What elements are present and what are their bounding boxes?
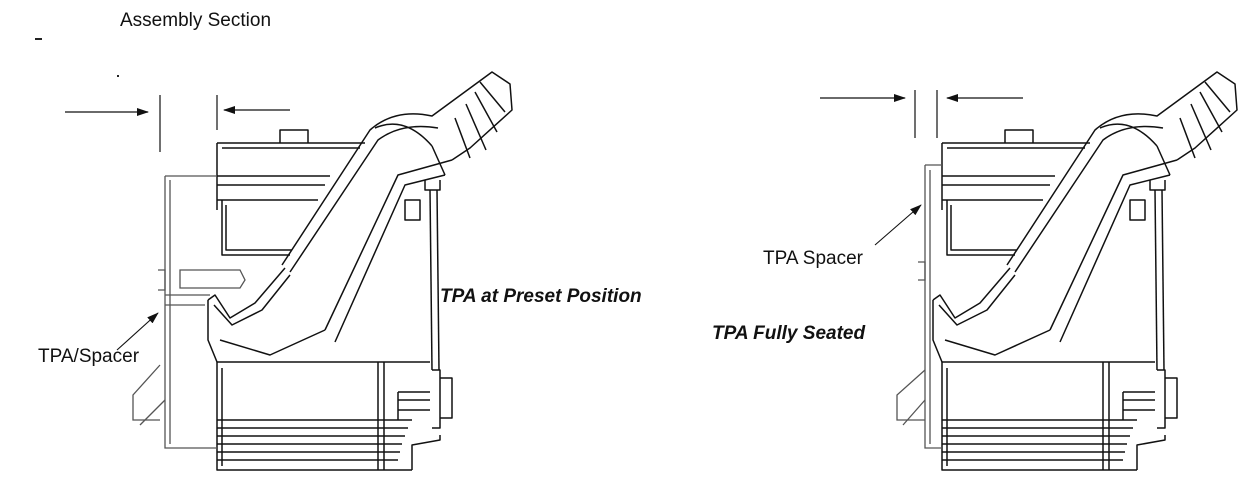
dot-mark bbox=[117, 75, 119, 77]
left-connector-view bbox=[65, 71, 513, 471]
page-title: Assembly Section bbox=[120, 10, 272, 31]
fully-seated-label: TPA Fully Seated bbox=[712, 323, 866, 344]
left-callout-leader bbox=[116, 312, 159, 351]
dash-mark bbox=[35, 38, 42, 40]
right-connector-view bbox=[820, 71, 1238, 471]
tpa-spacer-callout-left: TPA/Spacer bbox=[38, 346, 140, 367]
preset-position-label: TPA at Preset Position bbox=[440, 286, 642, 307]
right-callout-leader bbox=[874, 204, 922, 246]
tpa-spacer-callout-right: TPA Spacer bbox=[763, 248, 863, 269]
